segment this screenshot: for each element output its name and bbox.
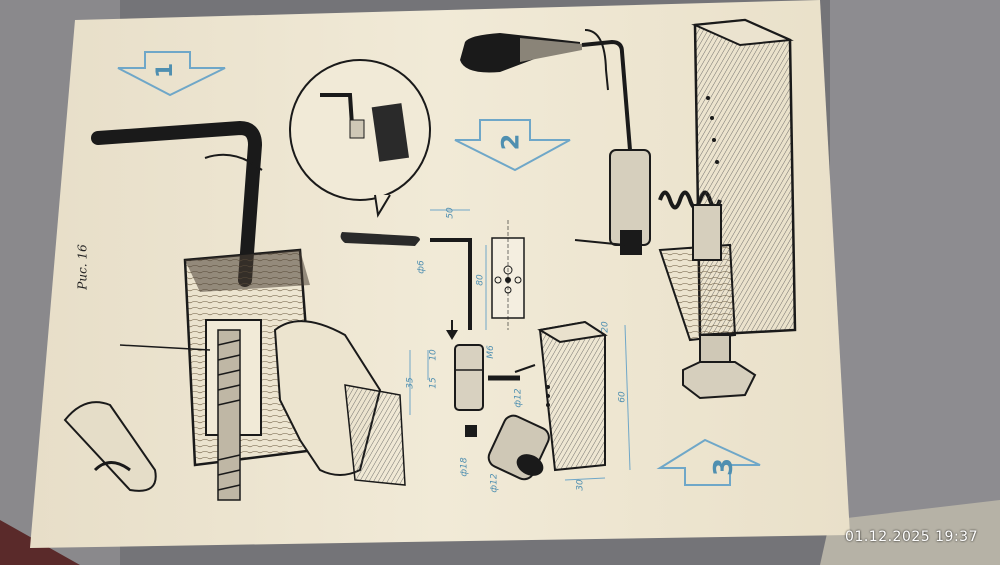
crank-handle xyxy=(91,120,263,287)
dim-10: 10 xyxy=(428,349,439,361)
dim-m6: М6 xyxy=(485,345,496,359)
dim-20: 20 xyxy=(600,321,611,333)
dim-phi12-b: ф12 xyxy=(489,473,500,493)
figure-caption: Рис. 16 xyxy=(75,244,90,290)
arrow-2-shape xyxy=(454,119,571,172)
small-crank-drawing xyxy=(340,209,487,330)
dim-80: 80 xyxy=(475,274,486,286)
dim-phi18: ф18 xyxy=(459,457,470,477)
folded-sheet xyxy=(63,401,157,492)
camera-timestamp: 01.12.2025 19:37 xyxy=(845,529,978,545)
arrow-3-shape xyxy=(656,438,761,486)
wood-cube xyxy=(537,320,631,481)
dim-phi6: ф6 xyxy=(416,260,427,274)
arrow-1-number: 1 xyxy=(153,62,179,79)
dim-35: 35 xyxy=(405,377,416,389)
dim-phi12-a: ф12 xyxy=(513,388,524,408)
dim-50: 50 xyxy=(445,207,456,219)
nut-parts xyxy=(409,320,550,481)
dim-15: 15 xyxy=(428,377,439,389)
arrow-2-number: 2 xyxy=(496,133,525,151)
inset-circle xyxy=(289,59,431,218)
dim-60: 60 xyxy=(617,391,628,403)
clamp-block xyxy=(119,248,317,501)
dim-30: 30 xyxy=(575,479,586,491)
drilled-plate xyxy=(491,220,525,330)
arrow-1-shape xyxy=(117,51,226,97)
file-tool xyxy=(460,29,651,255)
arrow-3-number: 3 xyxy=(709,457,740,477)
wood-post xyxy=(658,18,797,400)
